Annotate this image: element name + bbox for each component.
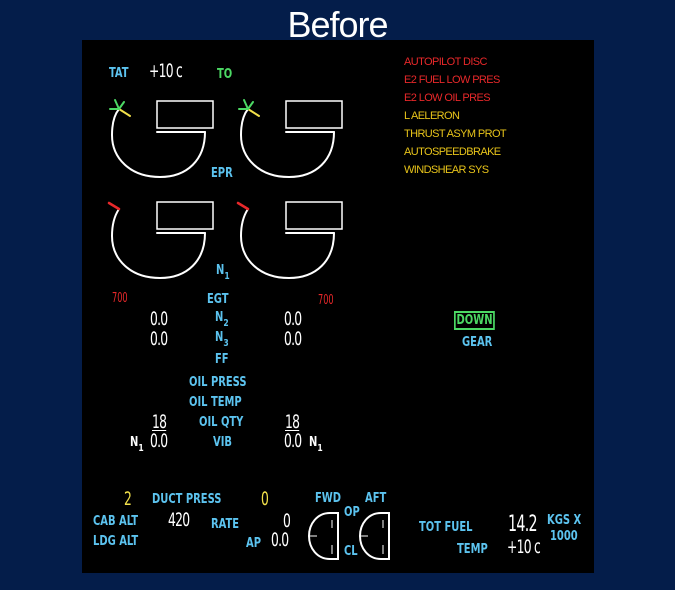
n3-label: N3 bbox=[215, 330, 229, 349]
n1-gauge-left bbox=[107, 201, 214, 280]
oil-temp-label: OIL TEMP bbox=[189, 395, 242, 410]
egt-redline-left: 700 bbox=[112, 291, 128, 306]
duct-press-right-value: 0 bbox=[261, 488, 269, 510]
oil-qty-label: OIL QTY bbox=[199, 415, 244, 430]
epr-label: EPR bbox=[211, 166, 233, 181]
tot-fuel-label: TOT FUEL bbox=[419, 520, 473, 535]
ap-value: 0.0 bbox=[271, 529, 289, 551]
epr-command-marker bbox=[118, 108, 131, 117]
n1-label: N1 bbox=[216, 263, 230, 282]
alert-message: L AELERON bbox=[404, 110, 460, 122]
oil-qty-left-value: 18 bbox=[152, 411, 167, 433]
aft-label: AFT bbox=[365, 491, 387, 506]
egt-redline-right: 700 bbox=[318, 293, 334, 308]
alert-message: E2 LOW OIL PRES bbox=[404, 92, 491, 104]
fuel-units-line2: 1000 bbox=[550, 529, 578, 544]
ap-label: AP bbox=[246, 536, 261, 551]
page-title: Before bbox=[287, 4, 388, 45]
fuel-temp-label: TEMP bbox=[457, 542, 488, 557]
alert-message: E2 FUEL LOW PRES bbox=[404, 74, 500, 86]
alert-message: AUTOSPEEDBRAKE bbox=[404, 146, 501, 158]
cab-alt-value: 420 bbox=[168, 509, 190, 531]
rate-label: RATE bbox=[211, 517, 240, 532]
epr-gauge-right bbox=[238, 99, 343, 179]
vib-source-left: N1 bbox=[130, 435, 144, 454]
oil-qty-right-value: 18 bbox=[285, 411, 300, 433]
cab-alt-label: CAB ALT bbox=[93, 514, 139, 529]
tot-fuel-value: 14.2 bbox=[508, 512, 538, 537]
egt-label: EGT bbox=[207, 292, 229, 307]
eicas-display: TAT +10 c TO EPR N1 700 EGT 700 0.0 N2 0… bbox=[82, 40, 594, 573]
vib-source-right: N1 bbox=[309, 435, 323, 454]
alert-message: AUTOPILOT DISC bbox=[404, 56, 487, 68]
duct-press-label: DUCT PRESS bbox=[152, 492, 222, 507]
vib-label: VIB bbox=[213, 435, 232, 450]
oil-press-label: OIL PRESS bbox=[189, 375, 247, 390]
fwd-label: FWD bbox=[315, 491, 342, 506]
n2-right-value: 0.0 bbox=[284, 308, 302, 330]
n3-left-value: 0.0 bbox=[150, 328, 168, 350]
tat-label: TAT bbox=[109, 66, 129, 81]
n2-label: N2 bbox=[215, 310, 229, 329]
fuel-temp-value: +10 c bbox=[507, 536, 541, 558]
n2-left-value: 0.0 bbox=[150, 308, 168, 330]
valve-open-label: OP bbox=[344, 505, 360, 520]
engine-gauges bbox=[107, 99, 390, 560]
outflow-valve-fwd bbox=[307, 512, 339, 560]
valve-closed-label: CL bbox=[344, 544, 358, 559]
thrust-mode: TO bbox=[217, 67, 233, 82]
rate-value: 0 bbox=[283, 510, 291, 532]
n3-right-value: 0.0 bbox=[284, 328, 302, 350]
vib-right-value: 0.0 bbox=[284, 430, 302, 452]
alert-message: THRUST ASYM PROT bbox=[404, 128, 507, 140]
epr-gauge-left bbox=[109, 99, 214, 179]
gear-label: GEAR bbox=[462, 335, 493, 350]
alert-message: WINDSHEAR SYS bbox=[404, 164, 489, 176]
tat-value: +10 c bbox=[149, 60, 183, 82]
gear-status-badge: DOWN bbox=[454, 311, 496, 330]
outflow-valve-aft bbox=[358, 512, 390, 560]
ff-label: FF bbox=[215, 352, 229, 367]
duct-press-left-value: 2 bbox=[124, 488, 132, 510]
ldg-alt-label: LDG ALT bbox=[93, 534, 139, 549]
vib-left-value: 0.0 bbox=[150, 430, 168, 452]
n1-gauge-right bbox=[236, 201, 343, 280]
fuel-units-line1: KGS X bbox=[547, 513, 582, 528]
n1-redline bbox=[107, 201, 121, 211]
